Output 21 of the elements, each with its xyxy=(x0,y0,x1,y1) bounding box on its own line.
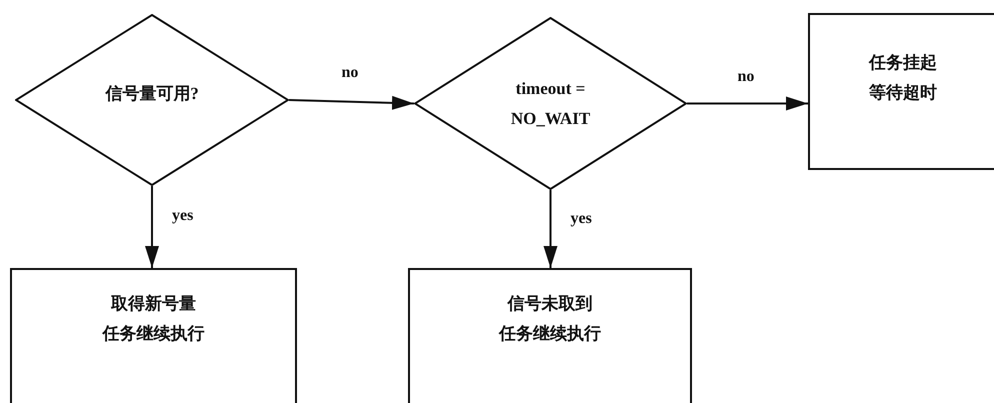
step-text: 信号未取到 xyxy=(508,293,592,315)
arrow xyxy=(687,96,808,110)
edge-label: no xyxy=(342,64,358,82)
decision-diamond xyxy=(15,14,289,186)
arrow xyxy=(145,186,159,268)
step-text: 任务挂起 xyxy=(869,52,937,74)
edge-label: no xyxy=(738,68,754,86)
decision-diamond xyxy=(414,17,687,190)
step-text: 取得新号量 xyxy=(111,293,196,315)
process-box xyxy=(408,268,692,403)
condition-text: timeout = NO_WAIT xyxy=(510,78,592,130)
edge-label: yes xyxy=(172,206,194,224)
condition-text: 信号量可用? xyxy=(105,83,199,105)
edge-label: yes xyxy=(570,210,592,228)
step-text: 任务继续执行 xyxy=(499,323,601,345)
arrow xyxy=(288,96,414,110)
arrow xyxy=(544,190,558,268)
step-text: 等待超时 xyxy=(869,82,937,104)
process-box xyxy=(808,13,994,170)
step-text: 任务继续执行 xyxy=(102,323,204,345)
process-box xyxy=(10,268,297,403)
